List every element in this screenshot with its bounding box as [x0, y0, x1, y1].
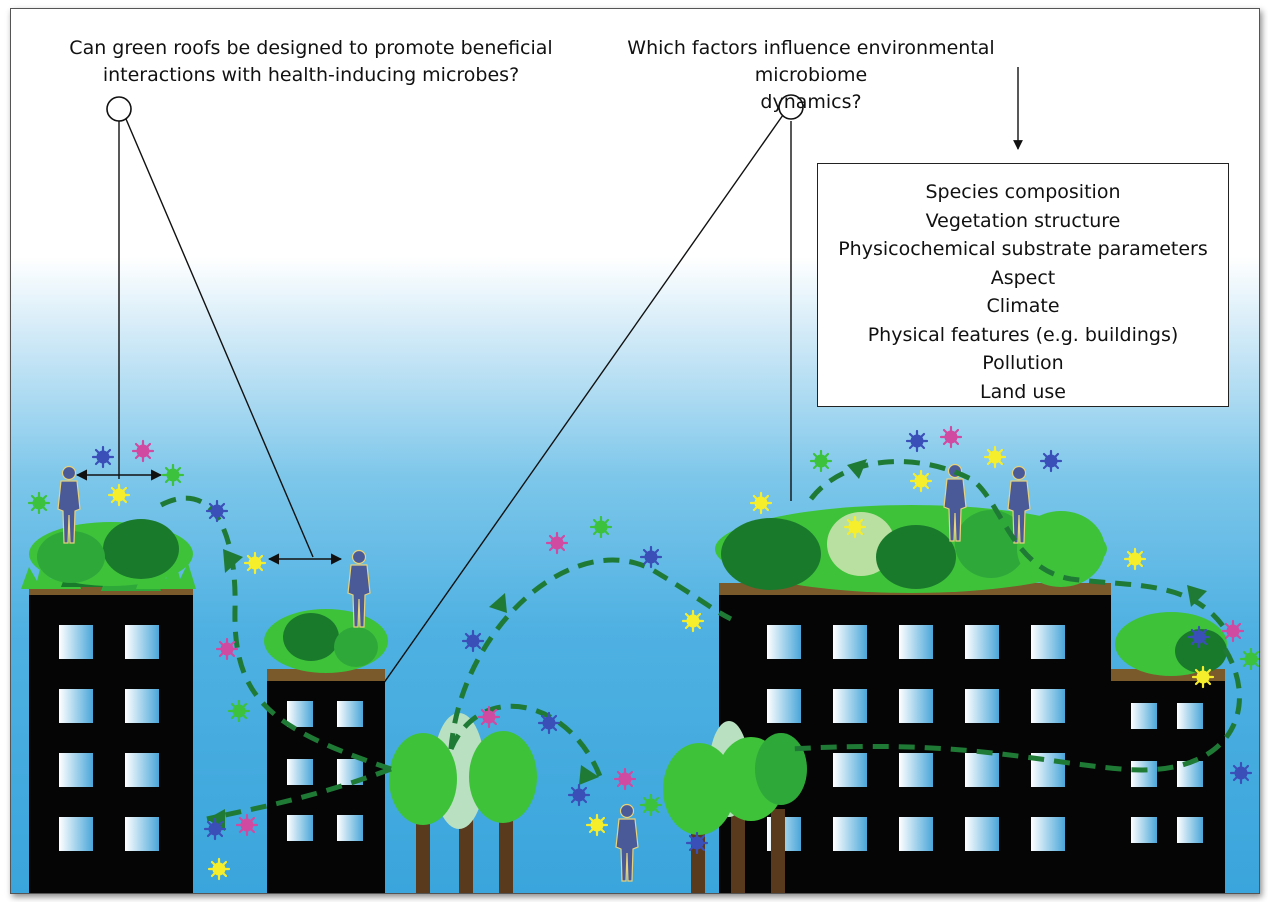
- question-microbiome-factors-line1: Which factors influence environmental mi…: [627, 37, 995, 86]
- building-left-short: [267, 669, 385, 893]
- factor-physicochemical-parameters: Physicochemical substrate parameters: [838, 238, 1208, 260]
- pointer-circle-left: [106, 96, 132, 122]
- building-left-tall: [29, 583, 193, 893]
- question-green-roofs: Can green roofs be designed to promote b…: [31, 35, 591, 89]
- trees-center: [389, 713, 537, 893]
- question-green-roofs-line1: Can green roofs be designed to promote b…: [69, 37, 553, 59]
- factors-box: Species composition Vegetation structure…: [817, 163, 1229, 407]
- factor-vegetation-structure: Vegetation structure: [925, 209, 1121, 232]
- diagram-frame: Can green roofs be designed to promote b…: [10, 8, 1260, 894]
- path-direction-arrows: [207, 459, 1207, 831]
- question-microbiome-factors-line2: dynamics?: [760, 91, 862, 113]
- roof-vegetation-middle: [264, 609, 388, 673]
- question-microbiome-factors: Which factors influence environmental mi…: [601, 35, 1021, 116]
- roof-vegetation-right-large: [715, 505, 1107, 593]
- pointer-lines: [118, 67, 1023, 688]
- question-green-roofs-line2: interactions with health-inducing microb…: [102, 64, 520, 86]
- factor-physical-features: Physical features (e.g. buildings): [867, 323, 1179, 346]
- microbe-dispersal-paths: [159, 459, 1242, 822]
- roof-vegetation-left: [21, 519, 196, 591]
- trees-right: [663, 721, 807, 893]
- factor-species-composition: Species composition: [925, 181, 1121, 203]
- building-right-small: [1111, 669, 1225, 893]
- factor-land-use: Land use: [979, 380, 1066, 403]
- factor-climate: Climate: [986, 295, 1060, 317]
- roof-vegetation-right-small: [1115, 612, 1227, 676]
- factor-pollution: Pollution: [982, 352, 1064, 374]
- windows: [59, 625, 1203, 851]
- pointer-circle-right: [778, 94, 804, 120]
- factor-aspect: Aspect: [990, 266, 1056, 289]
- city-scene: [21, 67, 1259, 893]
